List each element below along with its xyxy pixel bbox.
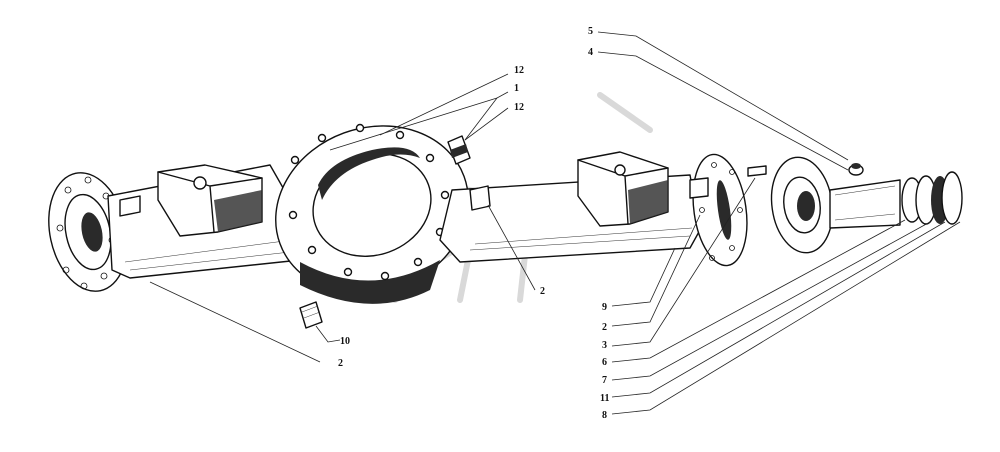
callout-12-top: 12 <box>514 65 524 76</box>
callout-3: 3 <box>602 340 607 351</box>
callout-2-center: 2 <box>540 286 545 297</box>
leader-lines <box>149 31 961 415</box>
callout-6: 6 <box>602 357 607 368</box>
hub-spindle-assembly <box>770 156 963 254</box>
callout-11: 11 <box>600 393 609 404</box>
callout-9: 9 <box>602 302 607 313</box>
callout-2-left: 2 <box>338 358 343 369</box>
callout-8: 8 <box>602 410 607 421</box>
breather-fitting <box>447 135 471 165</box>
callout-labels: 12 1 12 5 4 2 9 2 3 6 7 11 8 10 2 <box>338 26 609 421</box>
center-banjo-ring <box>275 123 469 304</box>
callout-12-bottom: 12 <box>514 102 524 113</box>
callout-10: 10 <box>340 336 350 347</box>
callout-2-right: 2 <box>602 322 607 333</box>
drain-plug <box>299 301 323 329</box>
callout-7: 7 <box>602 375 607 386</box>
callout-4: 4 <box>588 47 593 58</box>
stud-bolt <box>747 165 767 177</box>
axle-housing <box>48 123 748 304</box>
callout-1: 1 <box>514 83 519 94</box>
callout-5: 5 <box>588 26 593 37</box>
left-flange <box>48 172 128 292</box>
right-flange <box>692 153 748 267</box>
